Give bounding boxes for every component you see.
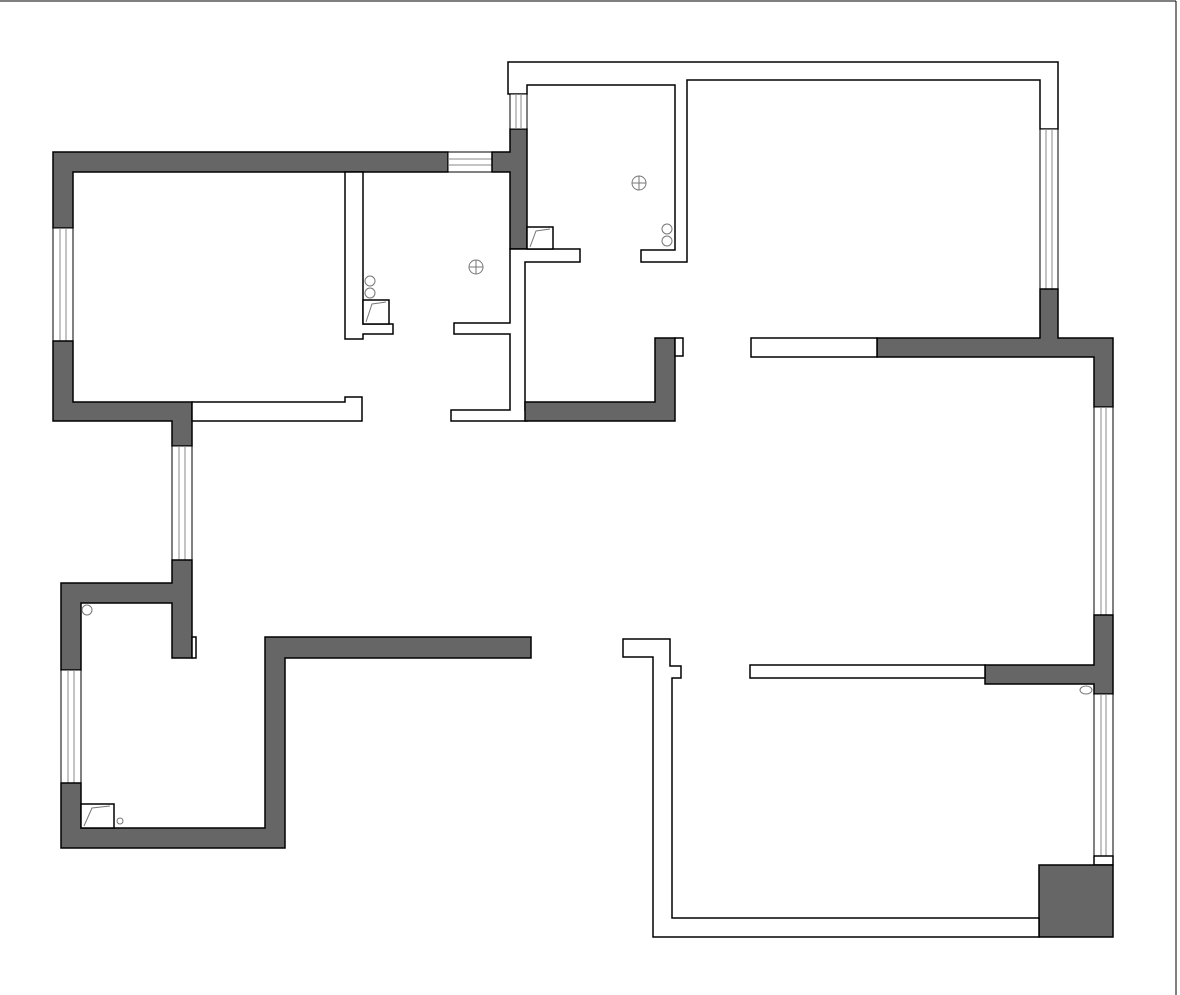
ceiling-light-icon	[631, 175, 647, 191]
fixtures	[80, 175, 1093, 829]
right-walls	[622, 128, 1114, 938]
west-window	[171, 445, 193, 561]
ceiling-light-icon	[468, 259, 484, 275]
bedroom-left-walls	[52, 151, 493, 447]
pipe-icon	[81, 223, 1093, 825]
room-lower-left-walls	[60, 559, 532, 849]
appliance-icon	[80, 226, 554, 829]
center-walls	[450, 61, 1059, 422]
